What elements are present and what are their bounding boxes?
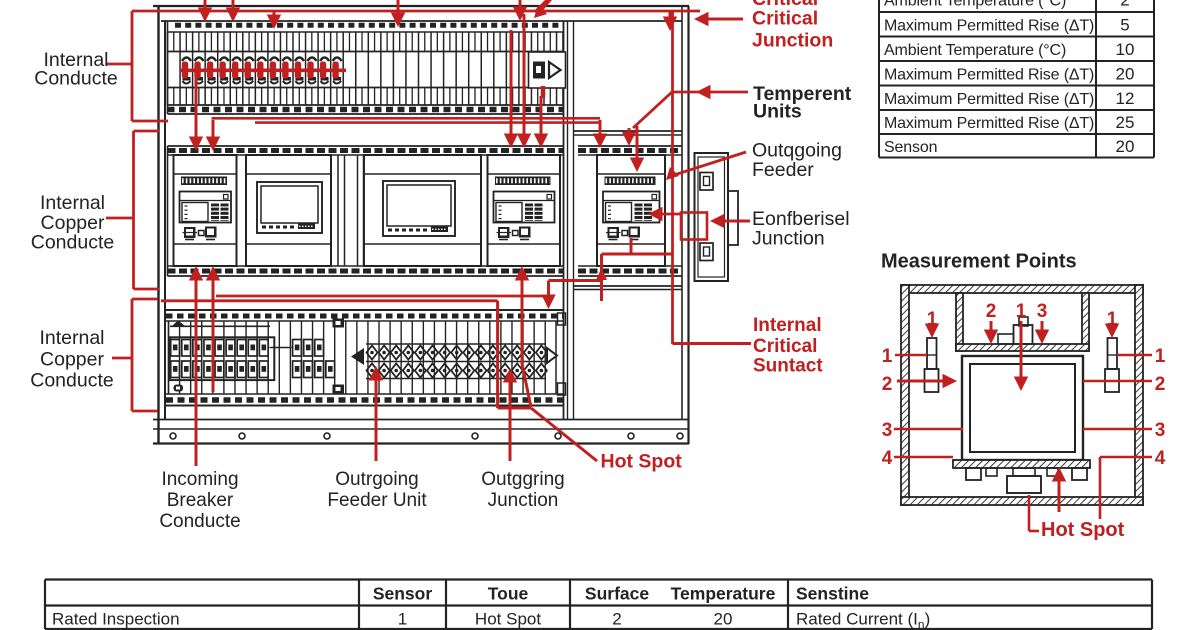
svg-text:20: 20 [714, 610, 733, 629]
svg-text:2: 2 [612, 610, 621, 629]
svg-text:Hot Spot: Hot Spot [601, 451, 683, 473]
svg-text:1: 1 [1016, 301, 1027, 322]
svg-text:Temperent: Temperent [753, 83, 852, 105]
svg-text:Suntact: Suntact [753, 356, 823, 377]
svg-text:Outqgoing: Outqgoing [752, 140, 842, 162]
svg-text:Hot Spot: Hot Spot [475, 610, 541, 629]
svg-text:Eonfberisel: Eonfberisel [752, 208, 850, 230]
svg-text:Conducte: Conducte [159, 511, 240, 532]
svg-text:Temperature: Temperature [671, 584, 776, 604]
svg-text:12: 12 [1116, 89, 1135, 108]
svg-text:Copper: Copper [40, 349, 104, 371]
svg-text:Outggring: Outggring [481, 469, 564, 490]
svg-text:Conducte: Conducte [30, 370, 113, 392]
svg-text:Senstine: Senstine [796, 584, 869, 604]
svg-text:Junction: Junction [752, 30, 833, 52]
svg-text:1: 1 [927, 309, 938, 330]
svg-text:Critical: Critical [753, 336, 817, 357]
svg-text:4: 4 [1155, 448, 1166, 469]
svg-text:Feeder Unit: Feeder Unit [327, 490, 427, 511]
svg-text:Sensor: Sensor [373, 584, 433, 604]
svg-text:4: 4 [882, 448, 893, 469]
svg-text:Toue: Toue [488, 584, 529, 604]
svg-text:1: 1 [398, 610, 407, 629]
svg-text:Conducte: Conducte [34, 68, 117, 90]
svg-text:Senson: Senson [884, 139, 937, 156]
svg-text:2: 2 [882, 374, 893, 395]
svg-text:3: 3 [1037, 301, 1048, 322]
svg-text:1: 1 [1155, 346, 1166, 367]
svg-text:Conducte: Conducte [31, 232, 114, 254]
svg-text:Internal: Internal [43, 49, 108, 71]
svg-text:Incoming: Incoming [161, 469, 238, 490]
svg-text:3: 3 [1155, 420, 1166, 441]
svg-text:25: 25 [1116, 113, 1135, 132]
svg-text:Hot Spot: Hot Spot [1041, 519, 1125, 541]
svg-text:Internal: Internal [39, 327, 104, 349]
svg-text:Internal: Internal [40, 192, 105, 214]
svg-text:2: 2 [1155, 374, 1166, 395]
svg-text:Units: Units [753, 101, 802, 123]
svg-text:10: 10 [1116, 40, 1135, 59]
svg-text:3: 3 [882, 420, 893, 441]
svg-text:20: 20 [1116, 64, 1135, 83]
svg-text:1: 1 [882, 346, 893, 367]
svg-text:Breaker: Breaker [167, 490, 234, 511]
svg-text:20: 20 [1116, 137, 1135, 156]
svg-text:Copper: Copper [41, 212, 105, 234]
svg-text:Junction: Junction [488, 490, 559, 511]
svg-text:Maximum Permitted Rise (ΔT): Maximum Permitted Rise (ΔT) [884, 66, 1094, 83]
svg-text:Maximum Permitted Rise (ΔT): Maximum Permitted Rise (ΔT) [884, 115, 1094, 132]
svg-text:Junction: Junction [752, 228, 825, 250]
svg-text:Measurement Points: Measurement Points [881, 251, 1077, 273]
svg-text:5: 5 [1120, 15, 1129, 34]
svg-text:Internal: Internal [753, 315, 822, 336]
svg-text:Maximum Permitted Rise (ΔT): Maximum Permitted Rise (ΔT) [884, 91, 1094, 108]
svg-text:Critical: Critical [752, 0, 818, 10]
svg-text:Maximum Permitted Rise (ΔT): Maximum Permitted Rise (ΔT) [884, 17, 1094, 34]
svg-text:Rated Inspection: Rated Inspection [52, 610, 180, 629]
svg-text:2: 2 [1120, 0, 1129, 10]
svg-text:Ambient Temperature (°C): Ambient Temperature (°C) [884, 0, 1066, 10]
svg-text:Surface: Surface [585, 584, 649, 604]
svg-text:1: 1 [1107, 309, 1118, 330]
svg-text:Ambient Temperature (°C): Ambient Temperature (°C) [884, 42, 1066, 59]
svg-text:Outrgoing: Outrgoing [335, 469, 418, 490]
svg-text:Rated Current (In): Rated Current (In) [796, 610, 930, 630]
svg-text:Feeder: Feeder [752, 159, 814, 181]
svg-text:Critical: Critical [752, 8, 818, 30]
svg-text:2: 2 [986, 301, 997, 322]
